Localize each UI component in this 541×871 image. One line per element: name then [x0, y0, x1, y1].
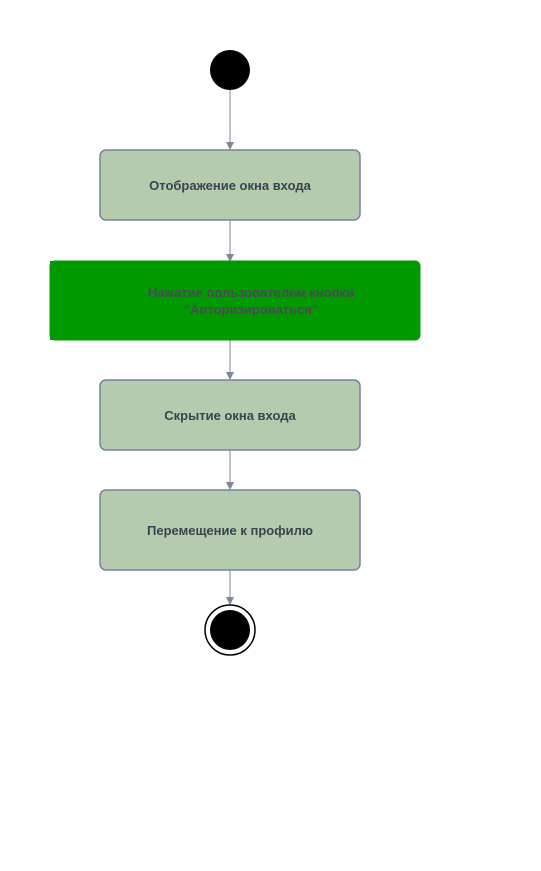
action-label-line1: Нажатие пользователем кнопки	[148, 285, 354, 300]
action-box	[99, 149, 361, 221]
initial-node	[210, 50, 250, 90]
action-box	[99, 379, 361, 451]
action-box-highlighted	[49, 260, 421, 341]
action-go-profile: Перемещение к профилю	[99, 489, 361, 571]
action-label: Скрытие окна входа	[164, 408, 296, 423]
action-box-left-edge	[50, 261, 60, 340]
final-node-dot	[210, 610, 250, 650]
action-label-line2: "Авторизироваться"	[184, 302, 318, 317]
final-node	[204, 604, 256, 656]
action-label: Отображение окна входа	[149, 178, 311, 193]
action-show-login: Отображение окна входа	[99, 149, 361, 221]
action-hide-login: Скрытие окна входа	[99, 379, 361, 451]
action-press-authorize: Нажатие пользователем кнопки "Авторизиро…	[49, 260, 421, 341]
action-label: Перемещение к профилю	[147, 523, 313, 538]
action-box	[99, 489, 361, 571]
